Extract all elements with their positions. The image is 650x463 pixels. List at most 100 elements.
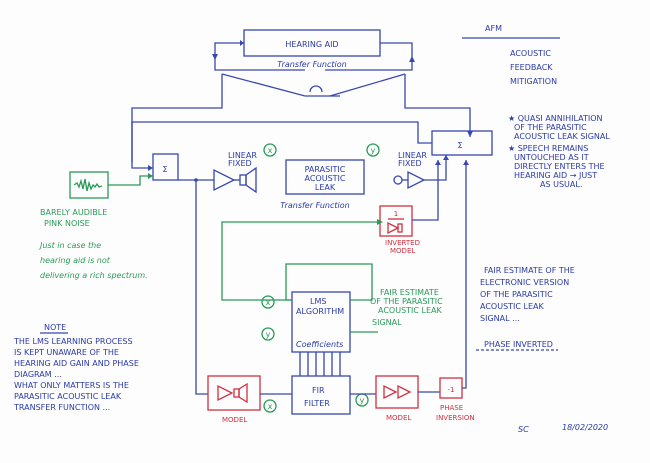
arrowhead bbox=[463, 160, 469, 165]
fair-elec-1: FAIR ESTIMATE OF THE bbox=[484, 266, 575, 275]
note-line-3: HEARING AID GAIN AND PHASE bbox=[14, 359, 139, 368]
inverted-model-amp-icon bbox=[387, 221, 400, 235]
cross-line-a bbox=[221, 73, 340, 97]
note-line-1: THE LMS LEARNING PROCESS bbox=[13, 337, 133, 346]
coefficients-label: Coefficients bbox=[296, 340, 343, 349]
note-line-7: TRANSFER FUNCTION ... bbox=[13, 403, 110, 412]
phase-inversion-2: INVERSION bbox=[436, 414, 475, 422]
x-marker-top-label: x bbox=[268, 146, 273, 155]
barely-audible-1: BARELY AUDIBLE bbox=[40, 208, 107, 217]
fir-line-1: FIR bbox=[312, 386, 325, 395]
subtitle-line-1: ACOUSTIC bbox=[510, 49, 551, 58]
x-marker-model-label: x bbox=[268, 402, 273, 411]
barely-audible-2: PINK NOISE bbox=[44, 219, 90, 228]
left-summing-block bbox=[152, 153, 179, 181]
inverted-model-1: INVERTED bbox=[385, 239, 420, 247]
right-notes: ★ QUASI ANNIHILATION OF THE PARASITIC AC… bbox=[508, 114, 610, 189]
x-marker-lms bbox=[261, 295, 275, 309]
fair-elec-2: ELECTRONIC VERSION bbox=[480, 278, 569, 287]
ha-to-left-sum bbox=[131, 74, 223, 169]
green-loop-outer bbox=[221, 221, 380, 301]
fair-est-2: OF THE PARASITIC bbox=[370, 297, 443, 306]
lms-block bbox=[291, 291, 351, 353]
fair-est-1: FAIR ESTIMATE bbox=[380, 288, 439, 297]
microphone-icon bbox=[393, 175, 403, 185]
right-model-mic-icon bbox=[383, 384, 398, 400]
note-line-6: PARASITIC ACOUSTIC LEAK bbox=[14, 392, 122, 401]
leak-line-3: LEAK bbox=[315, 183, 336, 192]
fir-line-2: FILTER bbox=[304, 399, 330, 408]
left-down-line bbox=[195, 180, 208, 395]
y-marker-fir-label: y bbox=[360, 396, 365, 405]
lms-line-2: ALGORITHM bbox=[296, 307, 344, 316]
phase-to-sum bbox=[462, 160, 467, 389]
fair-elec-5: SIGNAL ... bbox=[480, 314, 520, 323]
note-right-4: ★ SPEECH REMAINS bbox=[508, 144, 588, 153]
arrowhead bbox=[435, 160, 441, 165]
arrowhead bbox=[377, 219, 383, 225]
date: 18/02/2020 bbox=[562, 423, 608, 432]
note-line-4: DIAGRAM ... bbox=[14, 370, 62, 379]
green-note-2: hearing aid is not bbox=[40, 256, 111, 265]
note-line-2: IS KEPT UNAWARE OF THE bbox=[14, 348, 119, 357]
left-model-block bbox=[207, 375, 261, 411]
left-linear-2: FIXED bbox=[228, 159, 252, 168]
arrowhead bbox=[467, 131, 473, 137]
x-marker-top bbox=[263, 143, 277, 157]
x-marker-lms-label: x bbox=[266, 298, 271, 307]
parasitic-leak-block bbox=[285, 159, 365, 195]
noise-waveform-icon bbox=[73, 178, 103, 192]
phase-inverted-label: PHASE INVERTED bbox=[484, 340, 553, 349]
fair-est-3: ACOUSTIC LEAK bbox=[378, 306, 443, 315]
right-linear-1: LINEAR bbox=[398, 151, 427, 160]
right-linear-2: FIXED bbox=[398, 159, 422, 168]
inverted-model-spk-icon bbox=[397, 223, 403, 233]
arrowhead bbox=[409, 56, 415, 62]
leak-transfer-label: Transfer Function bbox=[280, 201, 349, 210]
green-note-3: delivering a rich spectrum. bbox=[40, 271, 148, 280]
fair-elec-3: OF THE PARASITIC bbox=[480, 290, 553, 299]
leak-line-2: ACOUSTIC bbox=[305, 174, 346, 183]
amp-to-right-sum bbox=[424, 155, 447, 181]
arrowhead bbox=[212, 54, 218, 60]
left-model-amp-icon bbox=[217, 384, 234, 402]
note-right-8: AS USUAL. bbox=[540, 180, 582, 189]
inverted-model-2: MODEL bbox=[390, 247, 415, 255]
sum-feedback-line bbox=[131, 121, 432, 162]
arrowhead bbox=[443, 155, 449, 160]
fir-filter-block bbox=[291, 375, 351, 415]
cross-hop bbox=[309, 85, 323, 93]
fair-est-4: SIGNAL bbox=[372, 318, 402, 327]
right-sigma: Σ bbox=[457, 141, 462, 150]
note-right-7: HEARING AID → JUST bbox=[514, 171, 597, 180]
right-model-label: MODEL bbox=[386, 414, 411, 422]
noise-to-sum-line bbox=[108, 175, 148, 186]
y-marker-lms-label: y bbox=[266, 330, 271, 339]
note-right-1: ★ QUASI ANNIHILATION bbox=[508, 114, 603, 123]
green-loop-inner bbox=[285, 263, 373, 301]
note-right-5: UNTOUCHED AS IT bbox=[514, 153, 589, 162]
left-sigma: Σ bbox=[162, 165, 167, 174]
y-marker-top-label: y bbox=[371, 146, 376, 155]
note-line-5: WHAT ONLY MATTERS IS THE bbox=[14, 381, 129, 390]
left-model-label: MODEL bbox=[222, 416, 247, 424]
leak-line-1: PARASITIC bbox=[305, 165, 346, 174]
ha-to-right-sum bbox=[404, 74, 471, 137]
left-linear-1: LINEAR bbox=[228, 151, 257, 160]
green-note-1: Just in case the bbox=[38, 241, 101, 250]
note-right-2: OF THE PARASITIC bbox=[514, 123, 587, 132]
note-right-3: ACOUSTIC LEAK SIGNAL bbox=[514, 132, 610, 141]
hearing-aid-transfer-label: Transfer Function bbox=[277, 60, 346, 69]
phase-inversion-1: PHASE bbox=[440, 404, 463, 412]
note-right-6: DIRECTLY ENTERS THE bbox=[514, 162, 605, 171]
left-model-speaker-icon bbox=[233, 388, 240, 398]
note-heading: NOTE bbox=[44, 323, 66, 332]
title: AFM bbox=[485, 24, 502, 33]
signature: SC bbox=[518, 425, 529, 434]
coefficient-arrows bbox=[299, 352, 341, 376]
arrowhead bbox=[148, 165, 153, 171]
inv-model-to-sum bbox=[412, 160, 439, 221]
arrowhead bbox=[240, 40, 244, 46]
fair-elec-4: ACOUSTIC LEAK bbox=[480, 302, 545, 311]
